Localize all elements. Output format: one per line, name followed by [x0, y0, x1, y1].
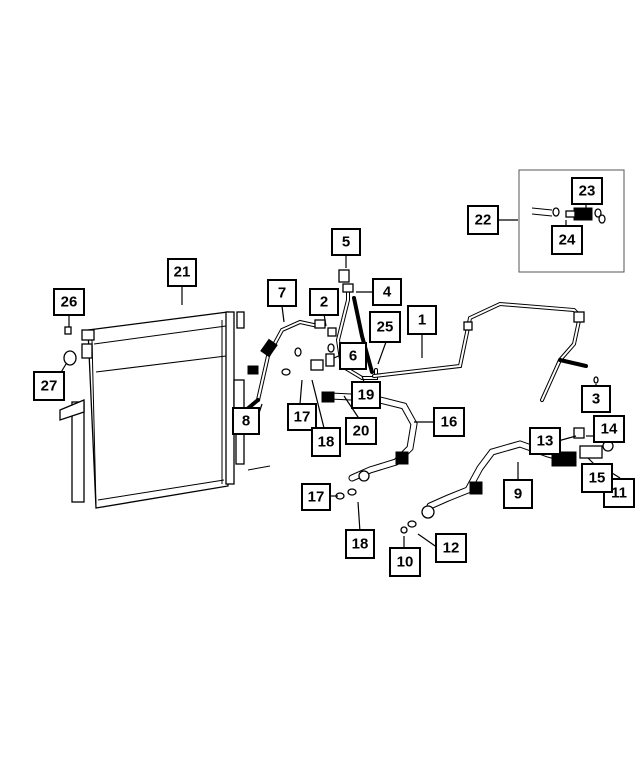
callout-26: 26 [53, 288, 85, 316]
callout-18-lower: 18 [345, 529, 375, 559]
callout-15-label: 15 [589, 470, 606, 487]
callout-8-label: 8 [242, 413, 250, 430]
callout-6-label: 6 [349, 348, 357, 365]
callout-14: 14 [593, 415, 625, 443]
callout-18-lower-label: 18 [352, 536, 369, 553]
liquid-line-tube [244, 319, 320, 412]
callout-3-label: 3 [592, 391, 600, 408]
callout-25-label: 25 [377, 319, 394, 336]
callout-23-label: 23 [579, 183, 596, 200]
callout-21-label: 21 [174, 264, 191, 281]
callout-27-label: 27 [41, 378, 58, 395]
callout-5: 5 [331, 228, 361, 256]
callout-20-label: 20 [353, 423, 370, 440]
callout-12: 12 [435, 533, 467, 563]
callout-19: 19 [351, 381, 381, 409]
callout-21: 21 [167, 258, 197, 287]
callout-10-label: 10 [397, 554, 414, 571]
callout-5-label: 5 [342, 234, 350, 251]
callout-6: 6 [339, 342, 367, 370]
callout-11-label: 11 [611, 485, 627, 502]
callout-24-label: 24 [559, 232, 576, 249]
callout-17-lower: 17 [301, 483, 331, 511]
callout-18-upper-label: 18 [318, 434, 335, 451]
callout-17-lower-label: 17 [308, 489, 325, 506]
callout-16: 16 [433, 407, 465, 437]
callout-7-label: 7 [278, 285, 286, 302]
callout-15: 15 [581, 463, 613, 493]
drain-plug-hardware [63, 326, 77, 366]
callout-23: 23 [571, 177, 603, 205]
callout-4-label: 4 [383, 284, 392, 301]
fittings-cluster [310, 269, 350, 371]
callout-17-upper-label: 17 [294, 409, 311, 426]
callout-2-label: 2 [320, 294, 328, 311]
callout-labels: 1 2 3 4 5 6 7 8 [33, 177, 635, 577]
callout-13-label: 13 [537, 433, 554, 450]
callout-12-label: 12 [443, 540, 460, 557]
callout-18-upper: 18 [311, 427, 341, 457]
callout-4: 4 [372, 278, 402, 306]
callout-10: 10 [389, 547, 421, 577]
callout-16-label: 16 [441, 414, 458, 431]
callout-9: 9 [503, 479, 533, 509]
callout-3: 3 [581, 385, 611, 413]
callout-9-label: 9 [514, 486, 522, 503]
callout-1-label: 1 [418, 312, 426, 329]
callout-26-label: 26 [61, 294, 78, 311]
callout-22-label: 22 [475, 212, 492, 229]
callout-8: 8 [232, 407, 260, 435]
callout-7: 7 [267, 279, 297, 307]
callout-2: 2 [309, 288, 339, 316]
condenser-assembly [59, 311, 271, 509]
callout-19-label: 19 [358, 387, 375, 404]
callout-17-upper: 17 [287, 403, 317, 431]
callout-22: 22 [467, 205, 499, 235]
long-liquid-line [372, 301, 599, 402]
callout-14-label: 14 [601, 421, 618, 438]
callout-1: 1 [407, 305, 437, 335]
callout-27: 27 [33, 371, 65, 401]
callout-13: 13 [529, 427, 561, 455]
callout-20: 20 [345, 417, 377, 445]
callout-24: 24 [551, 225, 583, 255]
callout-25: 25 [369, 311, 401, 343]
